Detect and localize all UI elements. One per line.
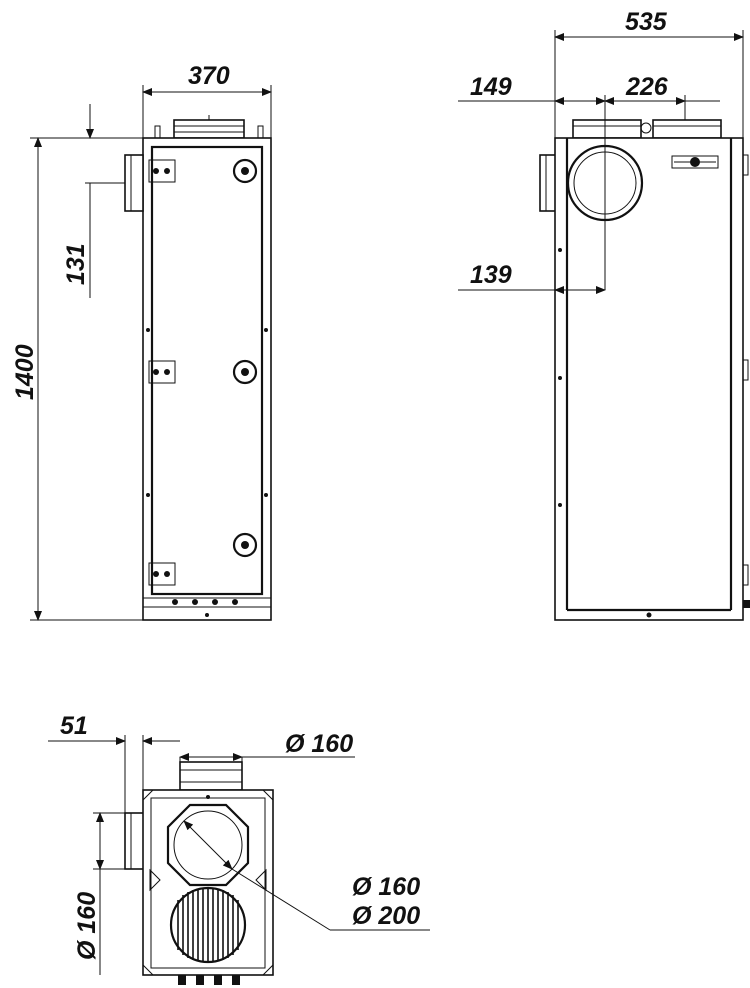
dim-diameter-160: Ø 160	[352, 873, 420, 901]
dim-spigot-top-160: Ø 160	[285, 730, 353, 758]
dim-diameter-200: Ø 200	[352, 902, 420, 930]
dim-depth-535: 535	[625, 8, 668, 36]
dim-width-370: 370	[188, 62, 230, 90]
side-dimensions: 535 149 226 139	[458, 8, 744, 294]
front-dimensions: 370 1400 131	[11, 62, 272, 621]
dim-offset-139: 139	[470, 261, 512, 289]
side-view	[539, 119, 750, 621]
dim-offset-149: 149	[470, 73, 512, 101]
dim-spacing-226: 226	[625, 73, 669, 101]
front-view	[124, 115, 272, 621]
dim-offset-131: 131	[62, 243, 90, 285]
top-dimensions: 51 Ø 160 Ø 160 Ø 160 Ø 200	[48, 712, 430, 975]
dim-height-1400: 1400	[11, 344, 39, 400]
grille-lines	[177, 888, 239, 962]
dim-spigot-side-160: Ø 160	[73, 892, 101, 960]
dim-offset-51: 51	[60, 712, 88, 740]
top-view	[124, 761, 274, 985]
